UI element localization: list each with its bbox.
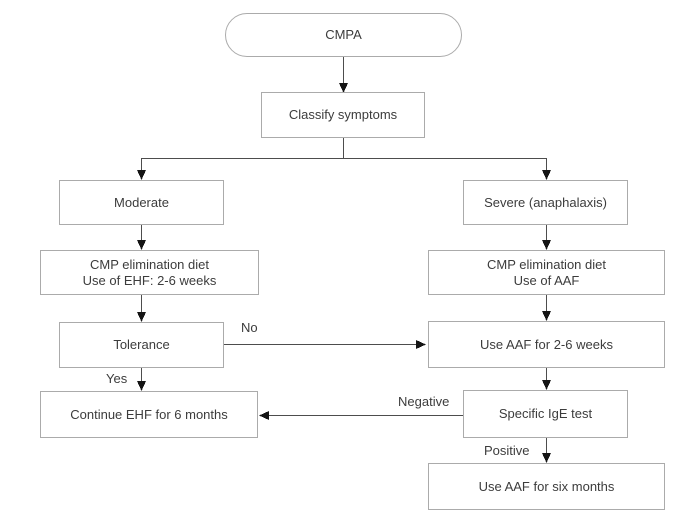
node-use-aaf-six-months: Use AAF for six months <box>428 463 665 510</box>
edge-ige-positive-aaf6m <box>542 438 551 463</box>
node-specific-ige-test-label: Specific IgE test <box>498 406 593 421</box>
node-cmp-elimination-aaf-label: CMP elimination diet Use of AAF <box>487 256 606 288</box>
edge-tolerance-yes-continueehf <box>137 368 146 391</box>
edge-classify-split <box>137 138 551 180</box>
edge-ige-negative-continueehf <box>259 411 463 420</box>
node-continue-ehf-6-months: Continue EHF for 6 months <box>40 391 258 438</box>
edge-cmpa-classify <box>339 57 348 93</box>
edge-severe-cmpaaf <box>542 225 551 250</box>
node-severe-anaphylaxis-label: Severe (anaphalaxis) <box>484 194 607 210</box>
edge-tolerance-no-aaf26 <box>224 340 426 349</box>
edge-label-positive: Positive <box>484 443 530 458</box>
node-use-aaf-six-months-label: Use AAF for six months <box>478 478 615 494</box>
node-cmpa: CMPA <box>225 13 462 57</box>
node-tolerance-label: Tolerance <box>113 337 170 352</box>
node-classify-symptoms: Classify symptoms <box>261 92 425 138</box>
node-tolerance: Tolerance <box>59 322 224 368</box>
node-cmp-elimination-aaf: CMP elimination diet Use of AAF <box>428 250 665 295</box>
edge-moderate-cmpehf <box>137 225 146 250</box>
node-cmpa-label: CMPA <box>325 27 362 42</box>
node-specific-ige-test: Specific IgE test <box>463 390 628 438</box>
edge-cmpehf-tolerance <box>137 295 146 322</box>
edge-aaf26-ige <box>542 368 551 390</box>
node-continue-ehf-6-months-label: Continue EHF for 6 months <box>70 406 228 422</box>
edge-label-negative: Negative <box>398 394 450 409</box>
edge-label-no: No <box>241 320 258 335</box>
node-cmp-elimination-ehf-label: CMP elimination diet Use of EHF: 2-6 wee… <box>82 256 217 288</box>
edge-cmpaaf-aaf26 <box>542 295 551 321</box>
node-severe-anaphylaxis: Severe (anaphalaxis) <box>463 180 628 225</box>
edge-label-yes: Yes <box>106 371 128 386</box>
node-cmp-elimination-ehf: CMP elimination diet Use of EHF: 2-6 wee… <box>40 250 259 295</box>
node-moderate-label: Moderate <box>114 194 169 210</box>
node-moderate: Moderate <box>59 180 224 225</box>
node-use-aaf-2-6-weeks: Use AAF for 2-6 weeks <box>428 321 665 368</box>
node-use-aaf-2-6-weeks-label: Use AAF for 2-6 weeks <box>480 336 613 352</box>
node-classify-symptoms-label: Classify symptoms <box>288 107 398 122</box>
